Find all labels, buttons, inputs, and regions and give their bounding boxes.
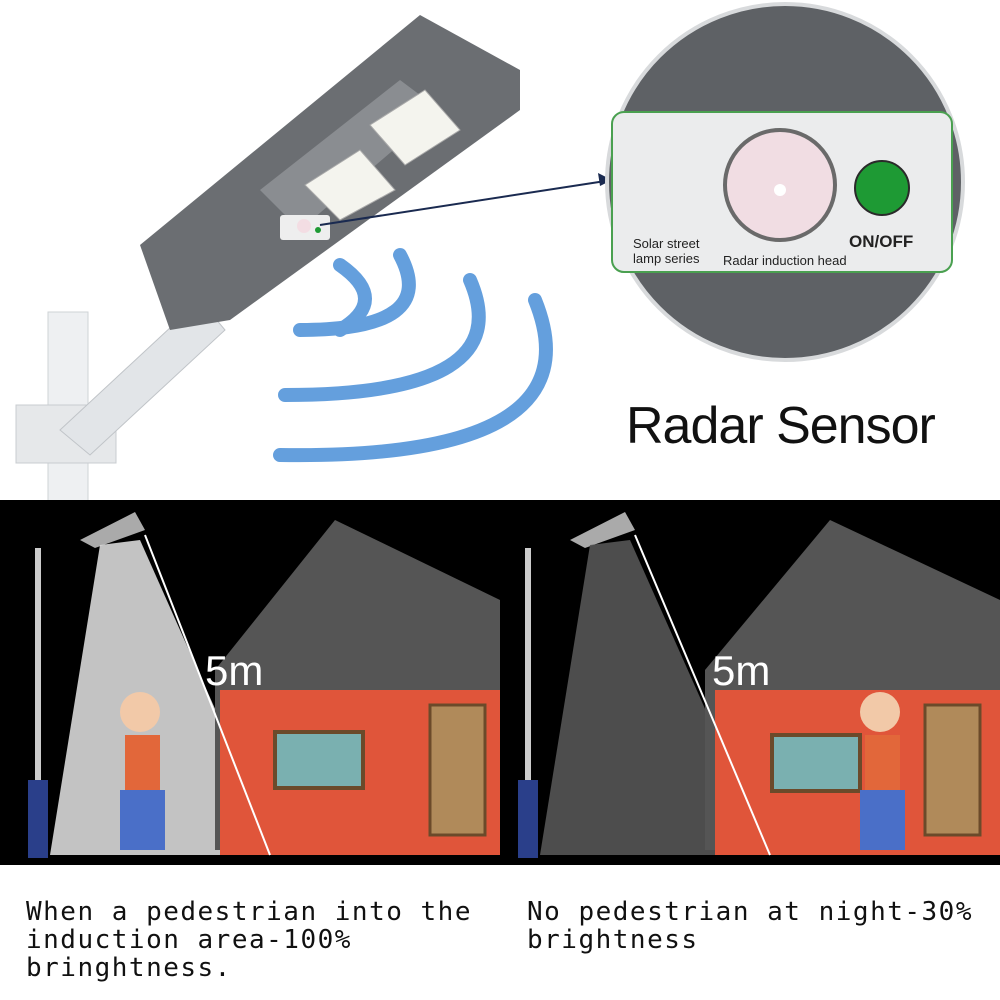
switch-dot bbox=[315, 227, 321, 233]
distance-line bbox=[634, 534, 771, 856]
wave-3 bbox=[278, 273, 486, 402]
panel-dim-brightness: 5m bbox=[518, 512, 1000, 858]
led-panel-2 bbox=[369, 89, 461, 166]
caption-line: induction area-100% bbox=[26, 925, 352, 955]
switch-label: ON/OFF bbox=[849, 232, 913, 251]
series-label-1: Solar street bbox=[633, 236, 700, 251]
callout-line bbox=[319, 179, 613, 226]
radar-waves bbox=[273, 248, 553, 463]
distance-line bbox=[144, 534, 271, 856]
callout-arrow-icon bbox=[598, 173, 612, 186]
pedestrian bbox=[120, 692, 160, 732]
street-lamp bbox=[570, 512, 635, 548]
lamp-arm bbox=[59, 299, 226, 456]
on-off-switch-icon bbox=[854, 160, 910, 216]
caption-line: bringhtness. bbox=[26, 953, 232, 983]
wave-2 bbox=[293, 248, 416, 337]
street-lamp bbox=[80, 512, 145, 548]
house-door bbox=[923, 703, 982, 837]
page-title: Radar Sensor bbox=[626, 397, 936, 455]
house-window bbox=[770, 733, 862, 793]
sensor-closeup-inset: Solar street lamp series Radar induction… bbox=[605, 2, 965, 362]
caption-line: No pedestrian at night-30% bbox=[527, 897, 973, 927]
caption-dim-brightness: No pedestrian at night-30% brightness bbox=[527, 898, 973, 954]
caption-line: When a pedestrian into the bbox=[26, 897, 472, 927]
house-door bbox=[428, 703, 487, 837]
lamp-photo bbox=[15, 15, 613, 503]
wave-4 bbox=[273, 293, 553, 463]
led-panel-1 bbox=[304, 149, 396, 221]
street-pole bbox=[525, 548, 531, 858]
caption-line: brightness bbox=[527, 925, 699, 955]
distance-label: 5m bbox=[712, 647, 770, 694]
sensor-dome bbox=[297, 219, 311, 233]
house-window bbox=[273, 730, 365, 790]
sensor-label: Radar induction head bbox=[723, 253, 847, 268]
street-pole bbox=[35, 548, 41, 858]
pedestrian bbox=[860, 692, 900, 732]
caption-full-brightness: When a pedestrian into the induction are… bbox=[26, 898, 472, 982]
panel-full-brightness: 5m bbox=[28, 512, 500, 858]
series-label-2: lamp series bbox=[633, 251, 700, 266]
distance-label: 5m bbox=[205, 647, 263, 694]
